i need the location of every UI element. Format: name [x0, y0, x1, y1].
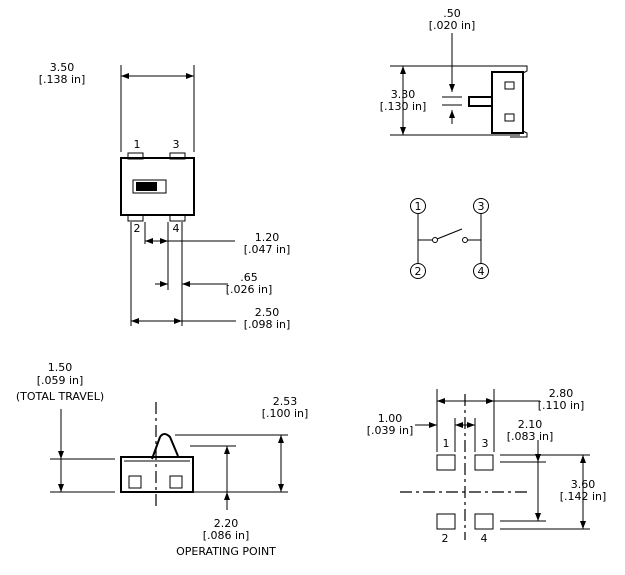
top-view: 3.50 [.138 in] 1 3 2 4 1.20 [.047 in] .6…	[39, 61, 291, 331]
travel-in: [.059 in]	[37, 374, 84, 387]
actuator-width-in: [.020 in]	[429, 19, 476, 32]
pad-width-mm: 1.00	[378, 412, 403, 425]
pad-3-label: 3	[482, 437, 489, 450]
overall-width-mm: 2.80	[549, 387, 574, 400]
pad-4-label: 4	[481, 532, 488, 545]
switch-body-top	[120, 157, 195, 216]
schem-pin-1	[410, 198, 426, 214]
slider-knob	[136, 182, 157, 191]
schem-pin-1-label: 1	[415, 200, 422, 213]
travel-mm: 1.50	[48, 361, 73, 374]
pad-pitch-in: [.083 in]	[507, 430, 554, 443]
side-view: .50 [.020 in] 3.30 [.130 in]	[380, 7, 528, 138]
total-height-in: [.100 in]	[262, 407, 309, 420]
travel-label: (TOTAL TRAVEL)	[16, 390, 104, 403]
top-pin-4	[169, 214, 186, 222]
pin-gap-in: [.026 in]	[226, 283, 273, 296]
overall-height-mm: 3.60	[571, 478, 596, 491]
pad-1	[436, 454, 456, 471]
schem-pin-3	[473, 198, 489, 214]
pad-2-label: 2	[442, 532, 449, 545]
pad-4	[474, 513, 494, 530]
top-width-in: [.138 in]	[39, 73, 86, 86]
schem-pin-4	[473, 263, 489, 279]
schem-pin-3-label: 3	[478, 200, 485, 213]
pin-span-in: [.098 in]	[244, 318, 291, 331]
slider-window	[132, 179, 167, 194]
pin-width-in: [.047 in]	[244, 243, 291, 256]
side-height-in: [.130 in]	[380, 100, 427, 113]
top-pin-3-label: 3	[173, 138, 180, 151]
top-pin-1-label: 1	[134, 138, 141, 151]
switch-contact	[436, 228, 463, 240]
switch-body-side	[491, 71, 524, 134]
side-clip-top	[510, 65, 528, 74]
schem-pin-2-label: 2	[415, 265, 422, 278]
operating-label: OPERATING POINT	[176, 545, 276, 558]
pad-3	[474, 454, 494, 471]
schem-pin-2	[410, 263, 426, 279]
schematic: 1 2 3 4	[410, 198, 489, 279]
switch-body-front	[120, 456, 194, 493]
top-width-mm: 3.50	[50, 61, 75, 74]
pin-gap-mm: .65	[240, 271, 258, 284]
pin-span-mm: 2.50	[255, 306, 280, 319]
pad-1-label: 1	[443, 437, 450, 450]
top-pin-2	[127, 214, 144, 222]
operating-in: [.086 in]	[203, 529, 250, 542]
footprint: 2.80 [.110 in] 1.00 [.039 in] 1 3 2 4 2.…	[367, 387, 607, 545]
pad-2	[436, 513, 456, 530]
overall-height-in: [.142 in]	[560, 490, 607, 503]
actuator-width-mm: .50	[443, 7, 461, 20]
pin-width-mm: 1.20	[255, 231, 280, 244]
top-pin-2-label: 2	[134, 222, 141, 235]
schem-pin-4-label: 4	[478, 265, 485, 278]
actuator-side	[468, 96, 493, 107]
top-pin-4-label: 4	[173, 222, 180, 235]
overall-width-in: [.110 in]	[538, 399, 585, 412]
side-clip-bottom	[510, 130, 528, 138]
front-view: 1.50 [.059 in] (TOTAL TRAVEL) 2.53 [.100…	[16, 361, 308, 558]
side-height-mm: 3.30	[391, 88, 416, 101]
pad-width-in: [.039 in]	[367, 424, 414, 437]
total-height-mm: 2.53	[273, 395, 298, 408]
pad-pitch-mm: 2.10	[518, 418, 543, 431]
front-actuator	[151, 433, 179, 460]
operating-mm: 2.20	[214, 517, 239, 530]
